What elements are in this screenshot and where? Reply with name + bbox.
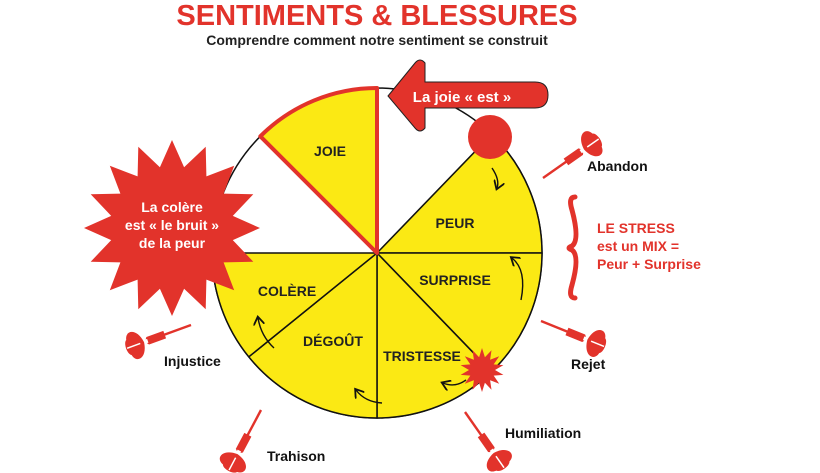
arrow-icon (512, 258, 524, 301)
wound-rejet: Rejet (571, 356, 606, 372)
segment-colere: COLÈRE (258, 283, 316, 299)
colere-line-1: La colère (141, 199, 203, 215)
brace-icon (566, 194, 579, 301)
wound-trahison: Trahison (267, 448, 325, 464)
wound-injustice: Injustice (164, 353, 221, 369)
arrow-icon (443, 379, 467, 385)
page-subtitle: Comprendre comment notre sentiment se co… (206, 32, 548, 48)
segment-tristesse: TRISTESSE (383, 348, 461, 364)
arrow-icon (258, 318, 275, 349)
segment-surprise: SURPRISE (419, 272, 491, 288)
segment-peur: PEUR (436, 215, 475, 231)
dart-icon (534, 307, 612, 361)
segment-degout: DÉGOÛT (303, 332, 363, 349)
colere-line-3: de la peur (139, 235, 206, 251)
cycle-arrows (258, 167, 524, 404)
colere-callout-star: La colère est « le bruit » de la peur (84, 140, 260, 316)
burst-icon (460, 348, 504, 392)
page-title: SENTIMENTS & BLESSURES (176, 0, 577, 32)
wedge-joie (258, 86, 379, 255)
colere-line-2: est « le bruit » (125, 217, 219, 233)
arrow-icon (491, 167, 498, 188)
segment-joie: JOIE (314, 143, 346, 159)
stress-line-1: LE STRESS (597, 220, 675, 236)
joie-callout-arrow: La joie « est » (387, 59, 549, 132)
emotion-wheel: JOIE PEUR SURPRISE TRISTESSE DÉGOÛT COLÈ… (211, 86, 543, 419)
stress-line-3: Peur + Surprise (597, 256, 701, 272)
dart-icon (215, 402, 275, 473)
stress-line-2: est un MIX = (597, 238, 679, 254)
arrow-icon (356, 390, 383, 404)
wound-humiliation: Humiliation (505, 425, 581, 441)
wound-abandon: Abandon (587, 158, 648, 174)
joie-arrow-label: La joie « est » (413, 89, 511, 106)
red-dot-marker (468, 115, 512, 159)
wedge-degout (248, 252, 378, 419)
